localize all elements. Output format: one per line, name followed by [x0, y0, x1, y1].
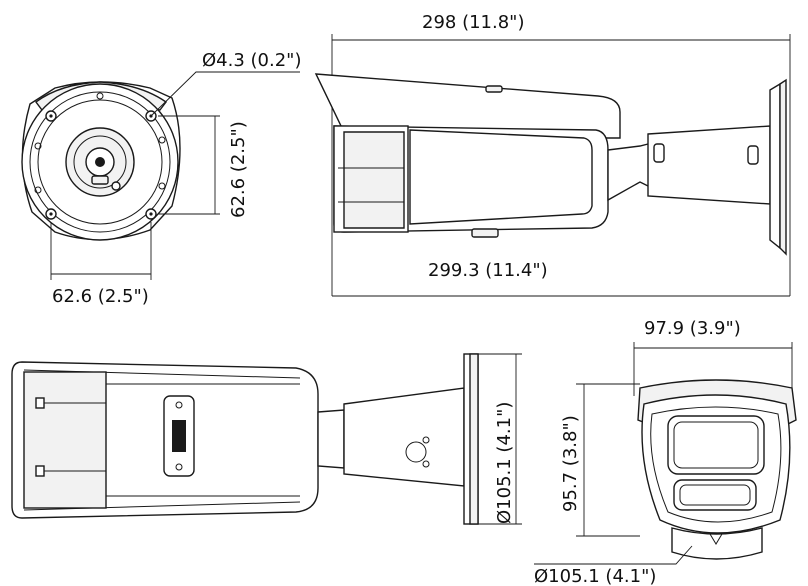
side-body-length-label: 299.3 (11.4")	[428, 260, 548, 281]
bottom-view: Ø105.1 (4.1")	[11, 353, 522, 525]
rear-height-label: 95.7 (3.8")	[560, 415, 581, 512]
side-total-length-label: 298 (11.8")	[422, 12, 524, 33]
side-view: 298 (11.8") 299.3 (11.4")	[314, 12, 791, 297]
bottom-base-diameter-label: Ø105.1 (4.1")	[494, 402, 515, 524]
front-hole-spacing-horizontal-label: 62.6 (2.5")	[52, 286, 149, 307]
rear-view: 97.9 (3.9") 95.7 (3.8") Ø105.1 (4.1")	[534, 318, 797, 586]
front-hole-diameter-label: Ø4.3 (0.2")	[202, 50, 301, 71]
rear-width-label: 97.9 (3.9")	[644, 318, 741, 339]
front-view: Ø4.3 (0.2") 62.6 (2.5") 62.6 (2.5")	[21, 50, 301, 307]
rear-base-diameter-label: Ø105.1 (4.1")	[534, 566, 656, 586]
front-hole-spacing-vertical-label: 62.6 (2.5")	[228, 121, 249, 218]
